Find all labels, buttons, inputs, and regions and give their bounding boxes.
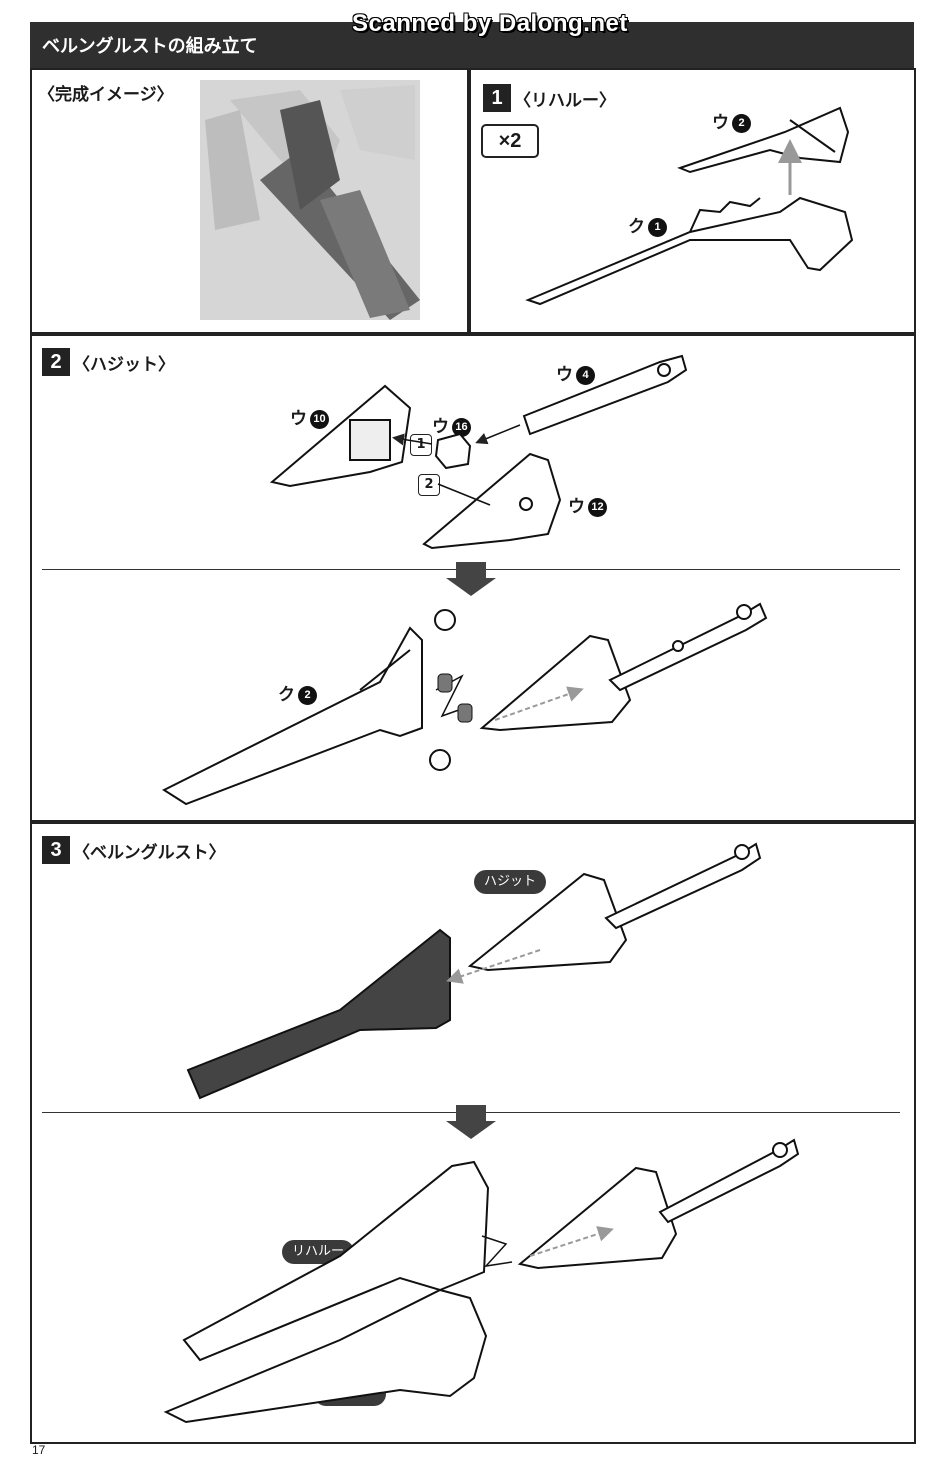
step2-pin-parts — [429, 609, 473, 771]
step3-label: 〈ベルングルスト〉 — [73, 843, 226, 863]
step3-final-hajitto — [517, 1138, 800, 1270]
step3-dark-blade — [186, 928, 451, 1100]
completed-render — [200, 80, 420, 320]
step2-panel — [30, 332, 916, 824]
section-title: ベルングルストの組み立て — [42, 36, 258, 57]
completed-image-label: 〈完成イメージ〉 — [38, 85, 174, 105]
badge-hajitto: ハジット — [474, 870, 547, 894]
completed-image-panel — [30, 68, 471, 336]
page-number: 17 — [32, 1443, 46, 1457]
step3-panel — [30, 820, 916, 1444]
step2-assembled-hajitto — [479, 602, 768, 732]
step1-panel — [467, 68, 916, 336]
down-arrow-step3 — [446, 1105, 496, 1139]
step3-number: 3 — [42, 836, 70, 864]
step1-label: 〈リハルー〉 — [514, 91, 616, 111]
step2-label: 〈ハジット〉 — [73, 355, 175, 375]
step3-hajitto — [467, 842, 762, 972]
section-title-bar: ベルングルストの組み立て — [30, 22, 914, 68]
step2-part-ku2 — [161, 626, 423, 806]
scan-watermark: Scanned by Dalong.net — [352, 10, 628, 37]
step2-part-u4 — [522, 354, 688, 436]
step3-rihalu-upper — [182, 1160, 490, 1362]
step1-number: 1 — [483, 84, 511, 112]
down-arrow-step2 — [446, 562, 496, 596]
step3-rihalu-lower — [163, 1288, 488, 1424]
step2-part-u16 — [434, 432, 472, 470]
step2-part-u10 — [269, 384, 412, 488]
step1-part-u2 — [677, 106, 850, 174]
step1-part-ku1 — [525, 196, 854, 306]
step2-number: 2 — [42, 348, 70, 376]
step1-quantity: ×2 — [481, 124, 539, 158]
step2-part-u12 — [422, 452, 562, 550]
order-mark-1: 1 — [410, 434, 432, 456]
